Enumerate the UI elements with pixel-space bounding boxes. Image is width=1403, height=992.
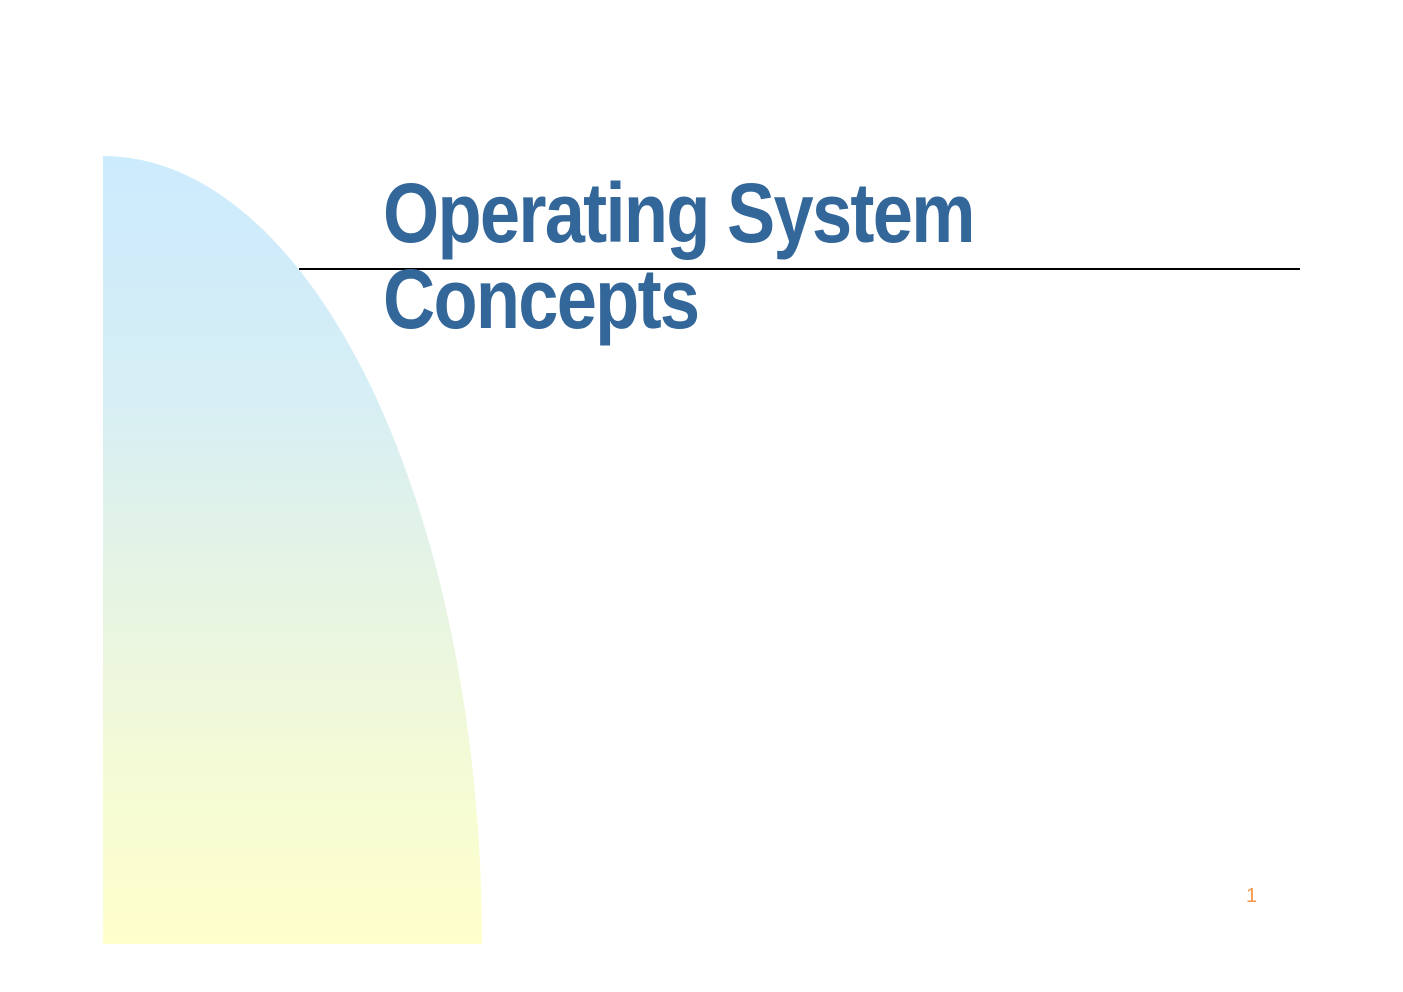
page-number: 1 [1246,885,1258,907]
slide-title: Operating System Concepts [383,166,975,346]
slide-title-line-2: Concepts [383,252,700,346]
slide-title-line-1: Operating System [383,166,975,260]
title-underline-rule [299,268,1300,270]
